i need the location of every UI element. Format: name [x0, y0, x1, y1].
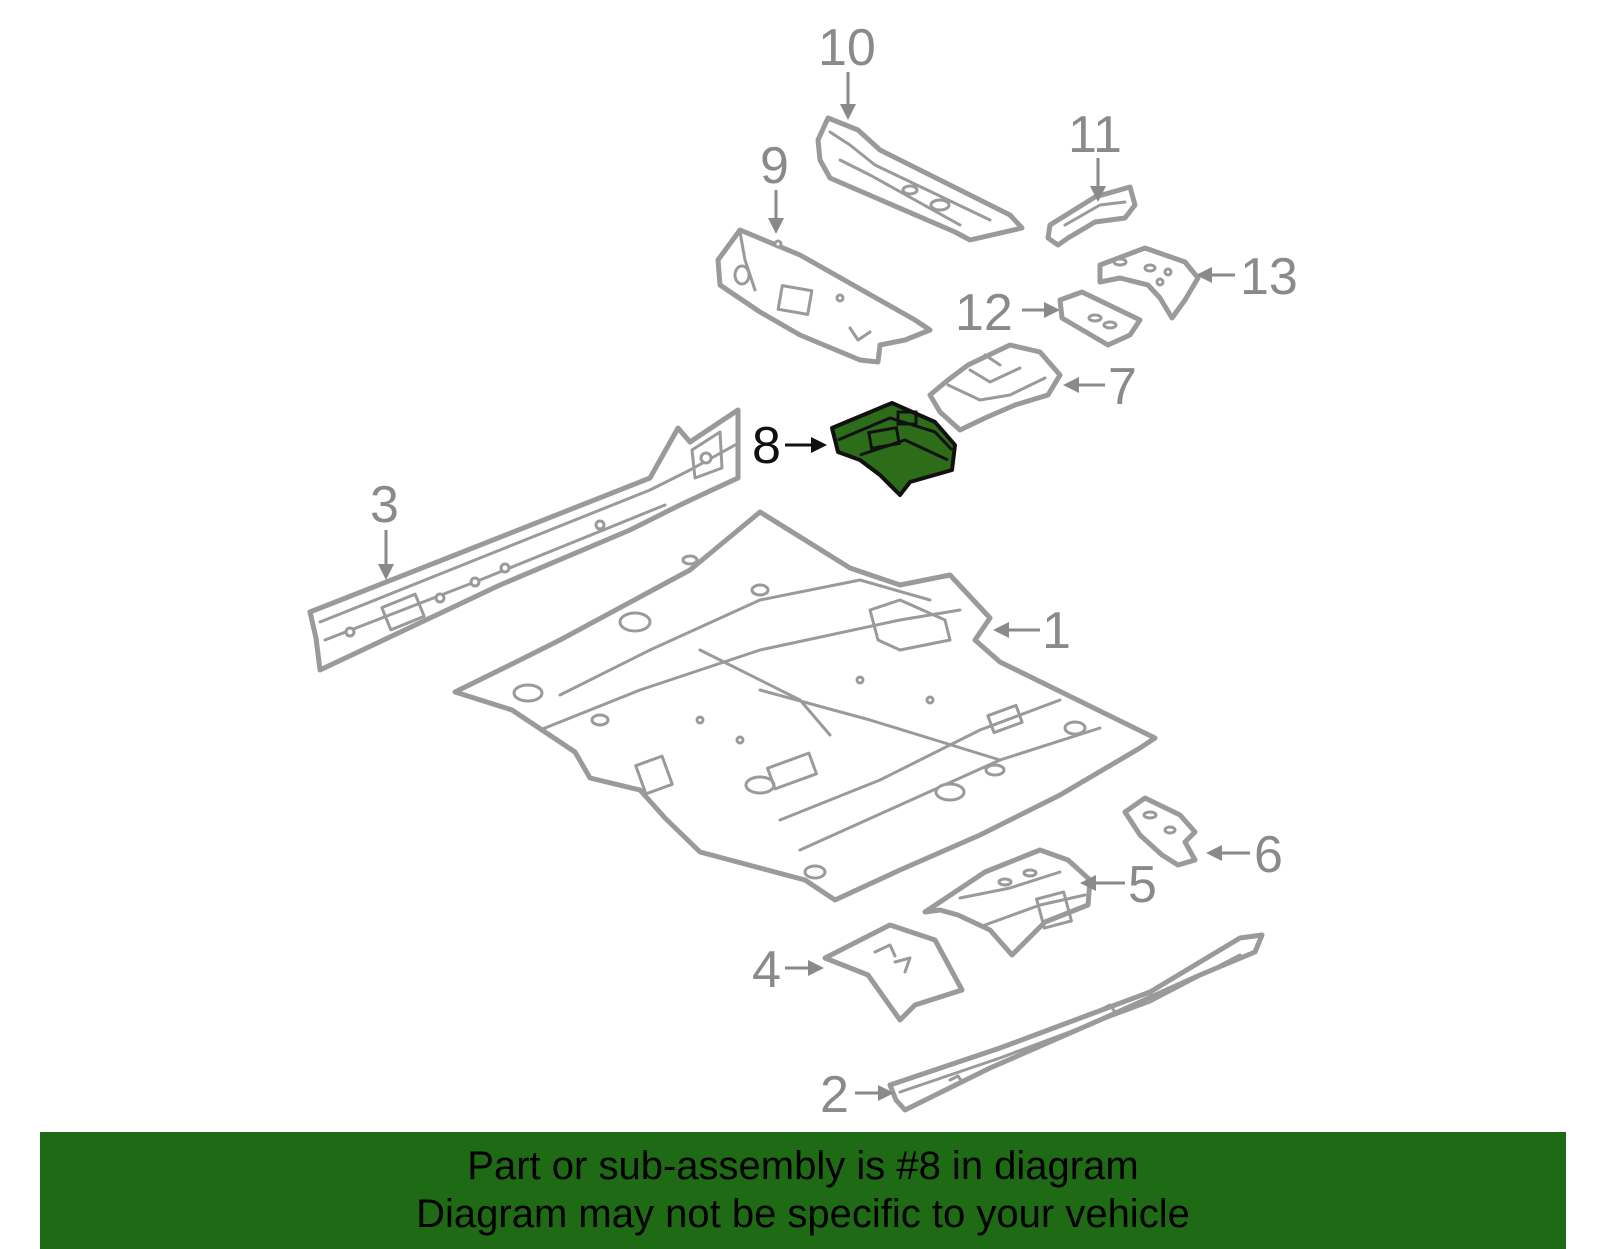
part-4-shape[interactable]	[822, 922, 965, 1023]
leader-lines	[378, 72, 1250, 1101]
callout-4: 4	[752, 941, 781, 999]
callout-8-highlighted: 8	[752, 417, 781, 475]
callout-1: 1	[1042, 602, 1071, 660]
part-5-shape[interactable]	[922, 847, 1093, 958]
part-11-shape[interactable]	[1045, 184, 1138, 248]
part-7-shape[interactable]	[927, 342, 1063, 433]
callout-5: 5	[1128, 856, 1157, 914]
callout-11: 11	[1068, 106, 1122, 164]
part-2-shape[interactable]	[887, 932, 1265, 1113]
callout-9: 9	[760, 137, 789, 195]
callout-labels: 10 9 11 13 12 7 8 3 1 6 5 4 2	[370, 19, 1298, 1124]
part-6-shape[interactable]	[1122, 795, 1198, 868]
footer-banner: Part or sub-assembly is #8 in diagram Di…	[40, 1132, 1566, 1249]
callout-7: 7	[1108, 358, 1137, 416]
footer-line-disclaimer: Diagram may not be specific to your vehi…	[416, 1192, 1190, 1236]
callout-12: 12	[955, 284, 1013, 342]
part-13-shape[interactable]	[1097, 245, 1201, 321]
callout-2: 2	[820, 1066, 849, 1124]
callout-10: 10	[818, 19, 876, 77]
callout-6: 6	[1254, 826, 1283, 884]
part-10-shape[interactable]	[815, 115, 1025, 243]
part-12-shape[interactable]	[1057, 289, 1143, 348]
part-8-highlighted-shape[interactable]	[830, 401, 957, 497]
part-3-shape[interactable]	[307, 407, 741, 673]
footer-line-part-number: Part or sub-assembly is #8 in diagram	[467, 1144, 1139, 1188]
callout-13: 13	[1240, 248, 1298, 306]
part-9-shape[interactable]	[715, 227, 933, 365]
part-1-shape[interactable]	[452, 509, 1158, 903]
callout-3: 3	[370, 476, 399, 534]
